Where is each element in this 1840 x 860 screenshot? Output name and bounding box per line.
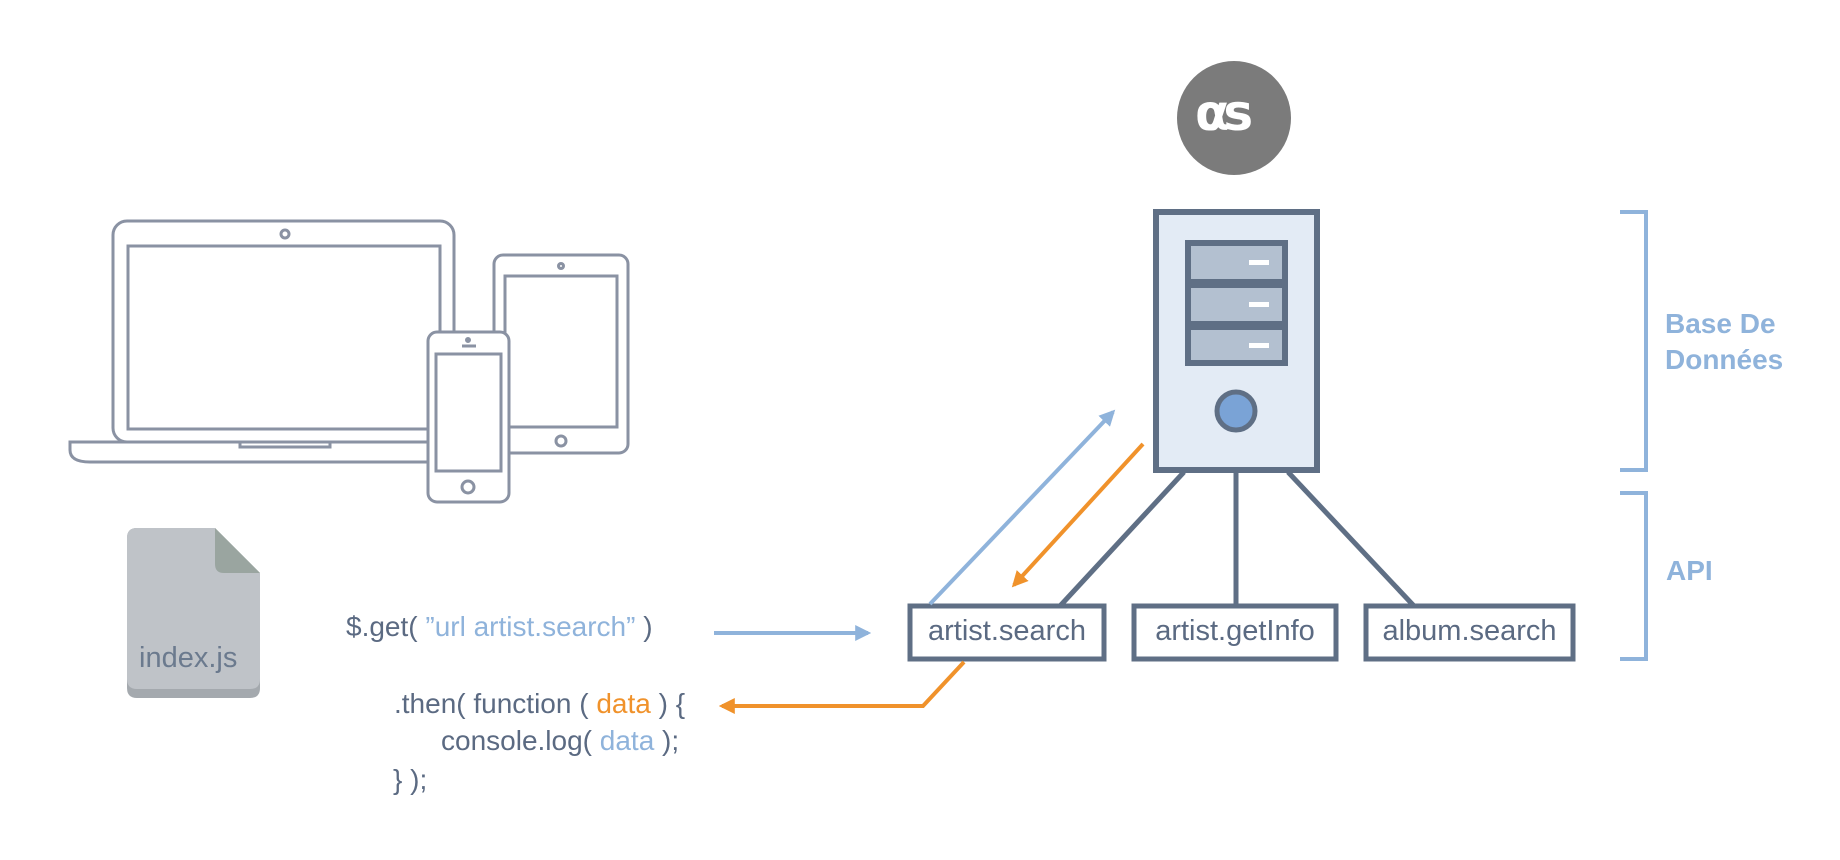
file-name: index.js [139, 642, 238, 674]
code-close-line: } ); [393, 764, 428, 795]
file-icon [127, 528, 260, 698]
endpoint-box-artist-getinfo [1131, 603, 1339, 662]
code-then-param: data [596, 688, 651, 719]
code-get-line: $.get( ”url artist.search” ) [346, 611, 653, 643]
database-label: Base De Données [1665, 306, 1783, 378]
endpoint-artist-getinfo[interactable]: artist.getInfo [1155, 615, 1315, 647]
code-log-line: console.log( data ); [441, 725, 679, 757]
request-server-arrow [928, 409, 1116, 606]
code-log-prefix: console.log( [441, 725, 600, 756]
code-get-suffix: ) [635, 611, 653, 642]
phone-icon [426, 330, 511, 504]
code-get-url: ”url artist.search” [425, 611, 636, 642]
tablet-icon [492, 253, 630, 455]
api-bracket [1620, 491, 1648, 661]
code-then-line: .then( function ( data ) { [394, 688, 685, 720]
endpoint-connectors [1058, 470, 1416, 608]
database-bracket [1620, 210, 1648, 472]
code-log-param: data [599, 725, 655, 756]
endpoint-box-album-search [1363, 603, 1576, 662]
response-arrow [718, 660, 966, 714]
lastfm-logo-icon [1177, 61, 1291, 175]
code-then-suffix: ) { [650, 688, 686, 719]
lastfm-logo-text: αs [1195, 84, 1253, 142]
code-get-prefix: $.get( [346, 611, 426, 642]
endpoint-album-search[interactable]: album.search [1382, 615, 1557, 647]
endpoint-artist-search[interactable]: artist.search [928, 615, 1086, 647]
api-label: API [1666, 555, 1713, 586]
response-server-arrow [1011, 442, 1145, 588]
database-label-line1: Base De [1665, 308, 1776, 339]
code-log-suffix: ); [654, 725, 680, 756]
endpoint-box-artist-search [907, 603, 1107, 662]
code-then-prefix: .then( function ( [394, 688, 597, 719]
server-icon [1153, 209, 1320, 473]
database-label-line2: Données [1665, 344, 1784, 375]
